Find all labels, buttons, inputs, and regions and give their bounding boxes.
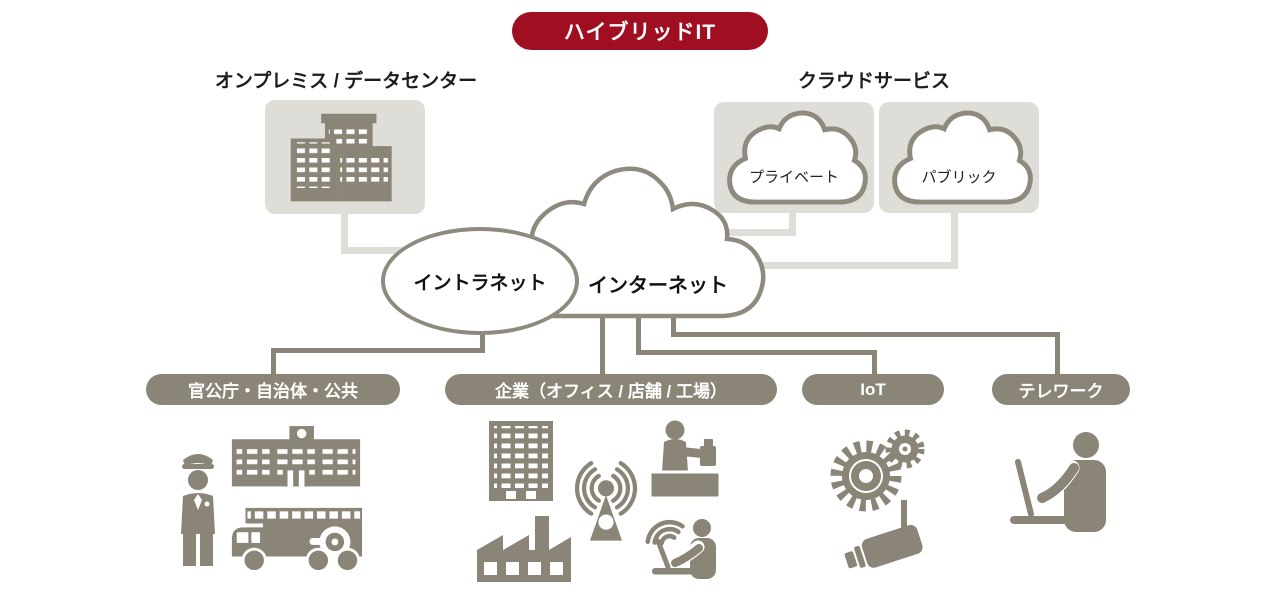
connector-internet-iot-h [636, 350, 877, 355]
onprem-panel [265, 100, 425, 214]
private-cloud-icon [727, 110, 868, 205]
fire-truck-icon [231, 507, 363, 574]
private-cloud-label: プライベート [748, 169, 839, 186]
hybrid-it-badge: ハイブリッドIT [512, 12, 768, 50]
segment-pill-enterprise-label: 企業（オフィス / 店舗 / 工場） [495, 382, 727, 401]
connector-intranet-gov-h [271, 348, 485, 353]
intranet-ellipse: イントラネット [381, 227, 579, 335]
security-camera-icon [844, 500, 923, 569]
datacenter-buildings-icon [290, 113, 392, 202]
segment-pill-iot-label: IoT [860, 379, 886, 399]
connector-public-vertical [951, 210, 958, 269]
connector-internet-iot-v2 [872, 350, 877, 378]
private-cloud-panel: プライベート [714, 102, 874, 213]
connector-internet-enterprise-v [600, 300, 605, 378]
cashier-icon [648, 420, 722, 500]
internet-label: インターネット [588, 275, 728, 297]
connector-internet-telework-h [671, 332, 1060, 337]
connector-internet-telework-v1 [671, 300, 676, 337]
antenna-icon [574, 461, 638, 541]
segment-pill-government-label: 官公庁・自治体・公共 [188, 382, 358, 401]
factory-icon [477, 516, 571, 582]
connector-intranet-gov-v2 [271, 348, 276, 378]
public-cloud-panel: パブリック [879, 102, 1039, 213]
connector-onprem-horizontal [341, 247, 431, 254]
segment-pill-telework: テレワーク [992, 374, 1130, 405]
public-cloud-label: パブリック [921, 169, 997, 186]
hybrid-it-badge-label: ハイブリッドIT [563, 21, 717, 44]
cloud-services-label: クラウドサービス [797, 71, 950, 92]
onprem-label: オンプレミス / データセンター [214, 71, 478, 92]
segment-pill-telework-label: テレワーク [1018, 382, 1104, 401]
connector-internet-iot-v1 [636, 300, 641, 355]
laptop-user-wifi-icon [645, 519, 716, 579]
telework-person-icon [1010, 432, 1106, 532]
police-officer-icon [181, 454, 215, 566]
connector-private-horizontal [716, 229, 796, 236]
connector-public-horizontal [760, 262, 958, 269]
connector-private-vertical [789, 210, 796, 236]
connector-onprem-vertical [341, 210, 348, 254]
segment-pill-government: 官公庁・自治体・公共 [146, 374, 400, 405]
intranet-label: イントラネット [413, 272, 547, 294]
segment-pill-iot: IoT [802, 374, 944, 405]
public-cloud-icon [892, 110, 1033, 205]
connector-internet-telework-v2 [1055, 332, 1060, 378]
gears-icon [830, 429, 925, 512]
government-building-icon [231, 426, 361, 487]
segment-pill-enterprise: 企業（オフィス / 店舗 / 工場） [445, 374, 777, 405]
office-building-icon [489, 421, 553, 501]
